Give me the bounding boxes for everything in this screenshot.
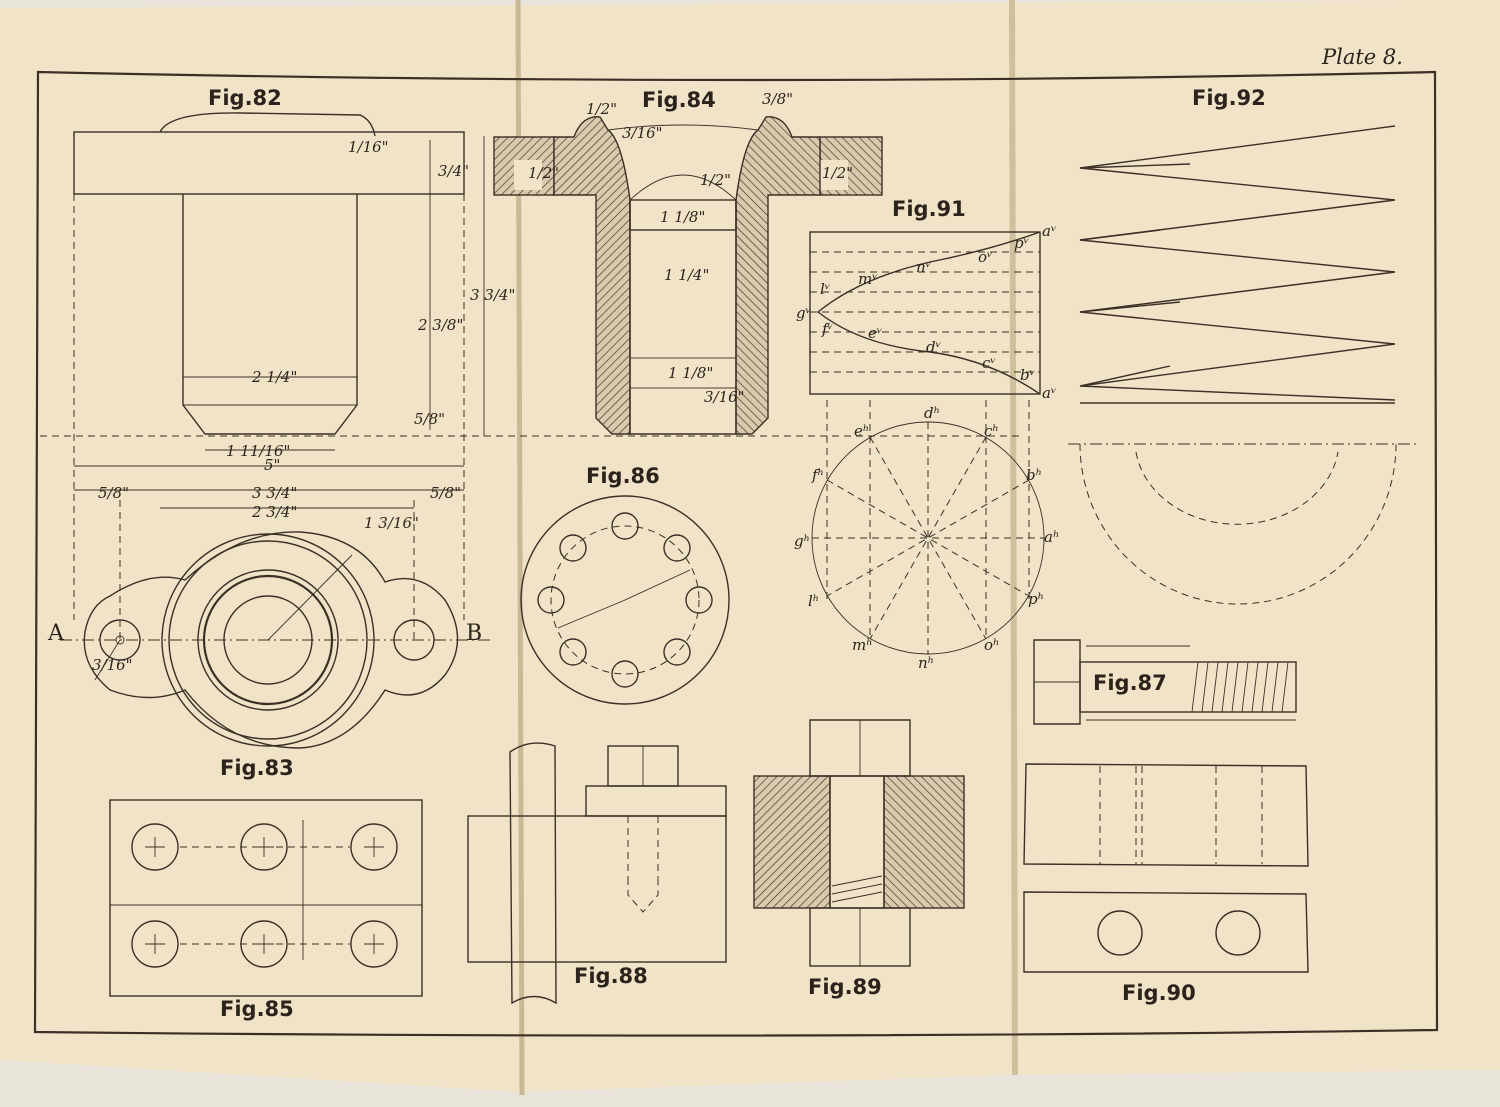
dim-84-flange-l: 1/2" <box>528 164 559 182</box>
dim-84-top-right: 3/8" <box>762 90 793 108</box>
label-bh: bʰ <box>1026 466 1042 484</box>
fig-87-caption: Fig.87 <box>1093 671 1167 695</box>
fig-88-caption: Fig.88 <box>574 964 648 988</box>
label-av-bottom: aᵛ <box>1042 384 1057 402</box>
label-nv: nᵛ <box>916 258 931 276</box>
label-av-top: aᵛ <box>1042 222 1057 240</box>
dim-82-stem-dia: 2 1/4" <box>251 368 297 386</box>
fig-82-caption: Fig.82 <box>208 86 282 110</box>
dim-84-bore-top: 1/2" <box>700 171 731 189</box>
label-lv: lᵛ <box>820 280 830 298</box>
fig-89-caption: Fig.89 <box>808 975 882 999</box>
dim-83-right-off: 5/8" <box>430 484 461 502</box>
label-bv: bᵛ <box>1020 366 1035 384</box>
point-b-label: B <box>466 621 482 646</box>
plate-label: Plate 8. <box>1321 45 1403 69</box>
dim-82-total: 3 3/4" <box>470 286 515 304</box>
dim-82-width: 5" <box>264 456 280 474</box>
label-ev: eᵛ <box>868 324 882 342</box>
figure-87: Fig.87 <box>1033 639 1297 725</box>
label-gh: gʰ <box>794 532 810 550</box>
dim-84-bore1: 1 1/8" <box>660 208 705 226</box>
fig-91-caption: Fig.91 <box>892 197 966 221</box>
label-lh: lʰ <box>808 592 819 610</box>
fig-85-caption: Fig.85 <box>220 997 294 1021</box>
figure-89: Fig.89 <box>753 719 965 999</box>
plate-border <box>33 70 1439 1037</box>
point-a-label: A <box>47 621 65 646</box>
figure-83: 5/8" 3 3/4" 5/8" 2 3/4" 1 3/16" 3/16" A … <box>47 484 490 780</box>
label-mv: mᵛ <box>858 270 878 288</box>
figure-85: Fig.85 <box>109 799 423 1021</box>
figure-88: Fig.88 <box>467 742 727 1005</box>
label-cv: cᵛ <box>982 354 996 372</box>
label-mh: mʰ <box>852 636 873 654</box>
label-ch: cʰ <box>984 422 999 440</box>
label-fh: fʰ <box>811 466 824 484</box>
dim-82-stem-len: 2 3/8" <box>417 316 463 334</box>
label-gv: gᵛ <box>796 304 811 322</box>
dim-83-hole: 3/16" <box>92 656 133 674</box>
fold-crease-right <box>1009 0 1018 1076</box>
label-ph: pʰ <box>1028 590 1044 608</box>
dim-82-base: 1 11/16" <box>226 442 290 460</box>
label-ov: oᵛ <box>978 248 993 266</box>
label-dv: dᵛ <box>926 338 941 356</box>
figure-92: Fig.92 <box>1068 86 1420 605</box>
dim-82-chamfer: 5/8" <box>414 410 445 428</box>
fig-86-caption: Fig.86 <box>586 464 660 488</box>
figure-91: Fig.91 aᵛ pᵛ oᵛ nᵛ mᵛ lᵛ gᵛ fᵛ <box>794 197 1059 672</box>
fig-84-caption: Fig.84 <box>642 88 716 112</box>
fig-90-caption: Fig.90 <box>1122 981 1196 1005</box>
dim-84-top-left: 1/2" <box>586 100 617 118</box>
dim-83-left-off: 5/8" <box>98 484 129 502</box>
dim-84-flange-r: 1/2" <box>822 164 853 182</box>
label-oh: oʰ <box>984 636 1000 654</box>
dim-84-bore3: 1 1/8" <box>668 364 713 382</box>
figure-86: Fig.86 <box>520 464 730 705</box>
fig-83-caption: Fig.83 <box>220 756 294 780</box>
dim-83-span: 3 3/4" <box>252 484 297 502</box>
label-pv: pᵛ <box>1014 234 1029 252</box>
label-fv: fᵛ <box>821 320 833 338</box>
dim-83-radius: 1 3/16" <box>364 514 419 532</box>
dim-82-flange: 3/4" <box>438 162 469 180</box>
figure-84: Fig.84 1/2" 3/8" 3/16" 1/2" 1/2" 1/2" 1 … <box>493 88 883 435</box>
dim-84-bottom: 3/16" <box>704 388 745 406</box>
dim-83-inner: 2 3/4" <box>251 503 297 521</box>
label-dh: dʰ <box>924 404 940 422</box>
figure-90: Fig.90 <box>1023 763 1309 1005</box>
dim-82-collar: 1/16" <box>348 138 389 156</box>
label-nh: nʰ <box>918 654 934 672</box>
fig-92-caption: Fig.92 <box>1192 86 1266 110</box>
figure-82: Fig.82 1/16" 3/4" 2 3/8" 3 3/4" 2 1/4" 5… <box>40 86 1020 620</box>
dim-84-bore2: 1 1/4" <box>664 266 709 284</box>
dim-84-top-mid: 3/16" <box>622 124 663 142</box>
label-ah: aʰ <box>1044 528 1059 546</box>
label-eh: eʰ <box>854 422 869 440</box>
